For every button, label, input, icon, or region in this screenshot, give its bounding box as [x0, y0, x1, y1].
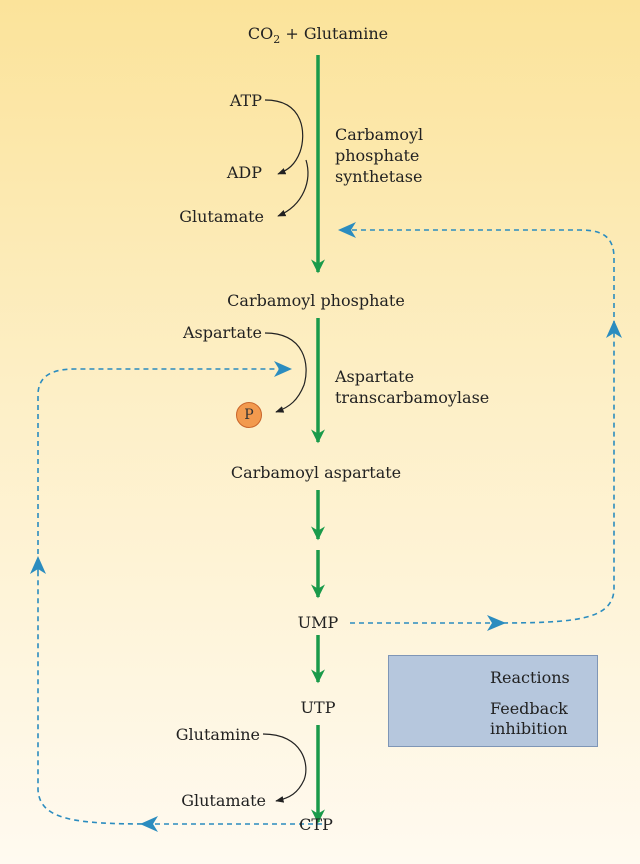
node-co2-glutamine: CO2 + Glutamine — [248, 24, 388, 50]
feedback-arrowhead — [30, 556, 46, 574]
enzyme-cps-line-2: phosphate — [335, 146, 420, 165]
curve-atp-to-adp — [264, 99, 304, 175]
phosphate-circle: P — [236, 402, 262, 428]
side-output-adp: ADP — [226, 163, 262, 182]
feedback-arrowhead — [140, 816, 158, 832]
side-output-glutamate: Glutamate — [179, 207, 264, 226]
enzyme-aspartate-transcarbamoylase: Aspartate transcarbamoylase — [335, 366, 489, 408]
side-input-glutamine: Glutamine — [175, 725, 260, 744]
node-ctp: CTP — [299, 815, 333, 834]
legend-feedback-label-2: inhibition — [490, 719, 568, 738]
legend-reactions-label: Reactions — [490, 668, 570, 687]
side-input-aspartate: Aspartate — [182, 323, 262, 342]
node-ump: UMP — [297, 613, 339, 632]
node-utp: UTP — [300, 698, 336, 717]
legend-box — [388, 655, 598, 747]
node-carbamoyl-aspartate: Carbamoyl aspartate — [230, 463, 402, 482]
feedback-ctp-to-atc — [37, 368, 322, 825]
enzyme-carbamoyl-phosphate-synthetase: Carbamoyl phosphate synthetase — [335, 124, 423, 187]
curve-glutamine-to-glutamate — [262, 733, 307, 803]
side-output-glutamate-2: Glutamate — [181, 791, 266, 810]
feedback-ump-to-cps — [350, 229, 615, 624]
co2-subscript: 2 — [273, 33, 281, 47]
feedback-arrowhead — [338, 222, 356, 238]
enzyme-atc-line-2: transcarbamoylase — [335, 388, 490, 407]
enzyme-cps-line-3: synthetase — [335, 167, 423, 186]
curve-to-glutamate — [277, 159, 309, 217]
co2-text: CO — [247, 24, 274, 43]
feedback-arrowhead — [487, 615, 506, 631]
enzyme-atc-line-1: Aspartate — [335, 367, 415, 386]
glutamine-text: + Glutamine — [280, 24, 389, 43]
curve-aspartate-to-phosphate — [264, 332, 307, 413]
feedback-arrowhead — [606, 320, 622, 338]
node-carbamoyl-phosphate: Carbamoyl phosphate — [227, 291, 405, 310]
side-input-atp: ATP — [229, 91, 262, 110]
legend-feedback-label-1: Feedback — [490, 699, 568, 718]
enzyme-cps-line-1: Carbamoyl — [335, 125, 424, 144]
feedback-arrowhead — [274, 361, 292, 377]
